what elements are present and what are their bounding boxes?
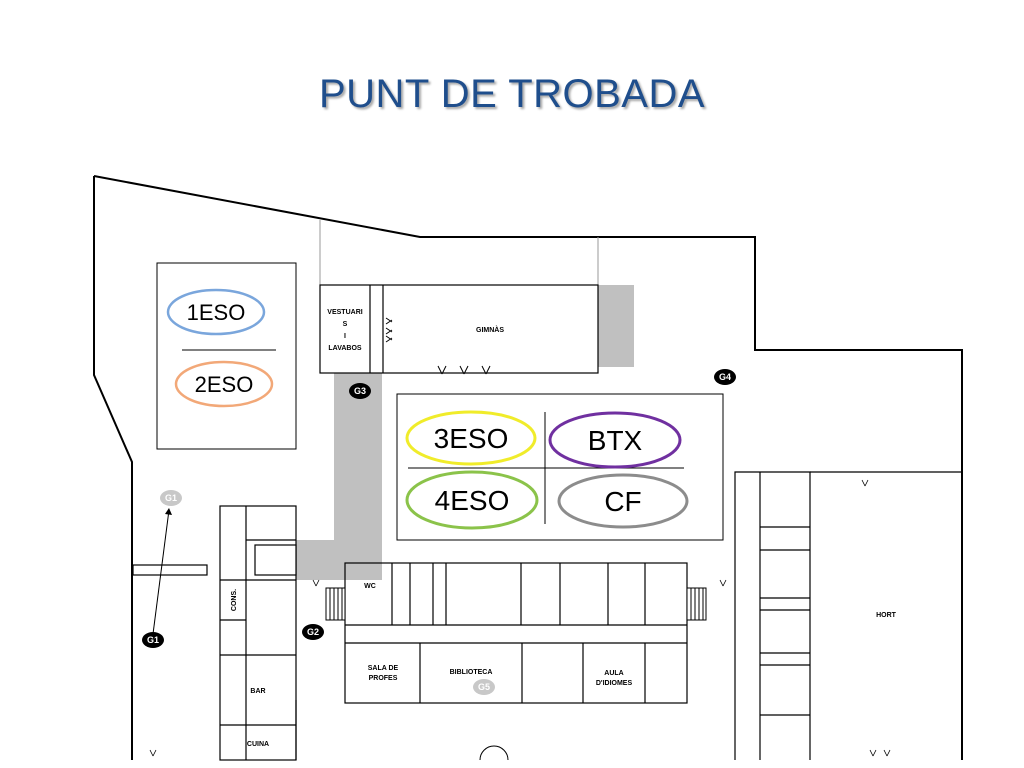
svg-text:G1: G1 <box>165 493 177 503</box>
right-building <box>734 471 811 760</box>
gym-building <box>319 284 599 374</box>
group-btx-marker <box>548 411 682 469</box>
group-btx-label: BTX <box>588 425 643 456</box>
site-boundary <box>93 175 963 760</box>
room-sala-profes: SALA DE <box>368 665 399 672</box>
room-gimnas: GIMNÀS <box>476 325 504 334</box>
svg-text:PROFES: PROFES <box>369 675 398 682</box>
group-1eso-label: 1ESO <box>187 300 246 325</box>
svg-text:LAVABOS: LAVABOS <box>328 345 362 352</box>
building-bar-block <box>219 505 297 761</box>
svg-text:D'IDIOMES: D'IDIOMES <box>596 680 633 687</box>
marker-g5: G5 <box>473 679 495 695</box>
group-4eso-label: 4ESO <box>435 485 510 516</box>
group-2eso-marker <box>174 360 274 408</box>
site-boundary-left <box>93 176 133 760</box>
main-building <box>344 562 688 704</box>
zone-1eso-2eso <box>156 262 297 450</box>
page-title: PUNT DE TROBADA <box>318 72 706 116</box>
group-cf-label: CF <box>604 486 641 517</box>
group-1eso-marker <box>166 288 266 336</box>
svg-text:G3: G3 <box>354 386 366 396</box>
room-wc: WC <box>364 583 376 590</box>
path-lower <box>296 540 382 580</box>
path-gym-side <box>598 285 634 367</box>
room-biblioteca: BIBLIOTECA <box>450 669 493 676</box>
svg-text:I: I <box>344 333 346 340</box>
room-hort: HORT <box>876 612 897 619</box>
svg-text:G4: G4 <box>719 372 731 382</box>
marker-g1-ghost: G1 <box>160 490 182 506</box>
group-2eso-label: 2ESO <box>195 372 254 397</box>
room-cuina: CUINA <box>247 741 269 748</box>
marker-g1: G1 <box>142 632 164 648</box>
svg-text:G5: G5 <box>478 682 490 692</box>
marker-g4: G4 <box>714 369 736 385</box>
marker-g2: G2 <box>302 624 324 640</box>
group-3eso-marker <box>405 410 537 466</box>
path-central <box>334 373 382 543</box>
svg-text:S: S <box>343 321 348 328</box>
marker-g3: G3 <box>349 383 371 399</box>
svg-text:G2: G2 <box>307 627 319 637</box>
group-cf-marker <box>557 473 689 529</box>
room-bar: BAR <box>250 688 265 695</box>
room-cons: CONS. <box>231 589 238 611</box>
zone-3eso-btx-4eso-cf <box>396 393 724 541</box>
room-vestuaris: VESTUARI <box>327 309 362 316</box>
group-3eso-label: 3ESO <box>434 423 509 454</box>
group-4eso-marker <box>405 470 539 530</box>
svg-text:G1: G1 <box>147 635 159 645</box>
room-aula-idiomes: AULA <box>604 670 623 677</box>
